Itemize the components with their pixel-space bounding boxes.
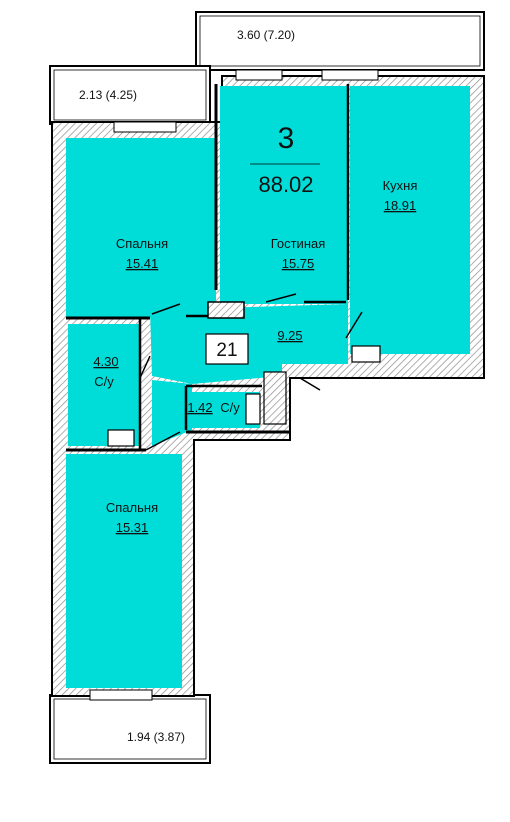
- balcony-bottom-area: 1.94 (3.87): [127, 730, 185, 744]
- apartment-number: 21: [216, 340, 237, 361]
- rooms-count: 3: [278, 122, 295, 155]
- room-hall-corridor: [152, 380, 192, 446]
- kitchen-name: Кухня: [383, 178, 418, 193]
- bath-small-area: 1.42: [187, 400, 212, 415]
- room-kitchen: [350, 86, 470, 354]
- fixtures: [107, 345, 381, 447]
- interior-walls: [66, 84, 363, 452]
- kitchen-area: 18.91: [384, 198, 417, 213]
- total-area: 88.02: [258, 172, 313, 197]
- vent-shaft: [207, 301, 245, 319]
- rooms: [66, 86, 470, 688]
- bath-large-name: С/у: [94, 374, 114, 389]
- room-living: [220, 86, 348, 304]
- room-hall: [150, 304, 348, 384]
- apartment-number-box: [205, 333, 249, 365]
- windows: [89, 69, 379, 701]
- bedroom-top-name: Спальня: [116, 236, 168, 251]
- bedroom-bottom-area: 15.31: [116, 520, 149, 535]
- bath-large-area: 4.30: [93, 354, 118, 369]
- room-bath-large: [68, 324, 140, 446]
- balcony-top-right-area: 3.60 (7.20): [237, 28, 295, 42]
- balcony-top-right: [195, 11, 485, 71]
- room-bedroom-bottom: [66, 454, 182, 688]
- bath-small-name: С/у: [220, 400, 240, 415]
- living-name: Гостиная: [271, 236, 326, 251]
- balcony-top-left: [49, 65, 211, 125]
- balcony-bottom: [49, 694, 211, 764]
- bedroom-bottom-name: Спальня: [106, 500, 158, 515]
- balcony-top-left-area: 2.13 (4.25): [79, 88, 137, 102]
- hall-area: 9.25: [277, 328, 302, 343]
- living-area: 15.75: [282, 256, 315, 271]
- room-bedroom-top: [66, 138, 216, 318]
- bedroom-top-area: 15.41: [126, 256, 159, 271]
